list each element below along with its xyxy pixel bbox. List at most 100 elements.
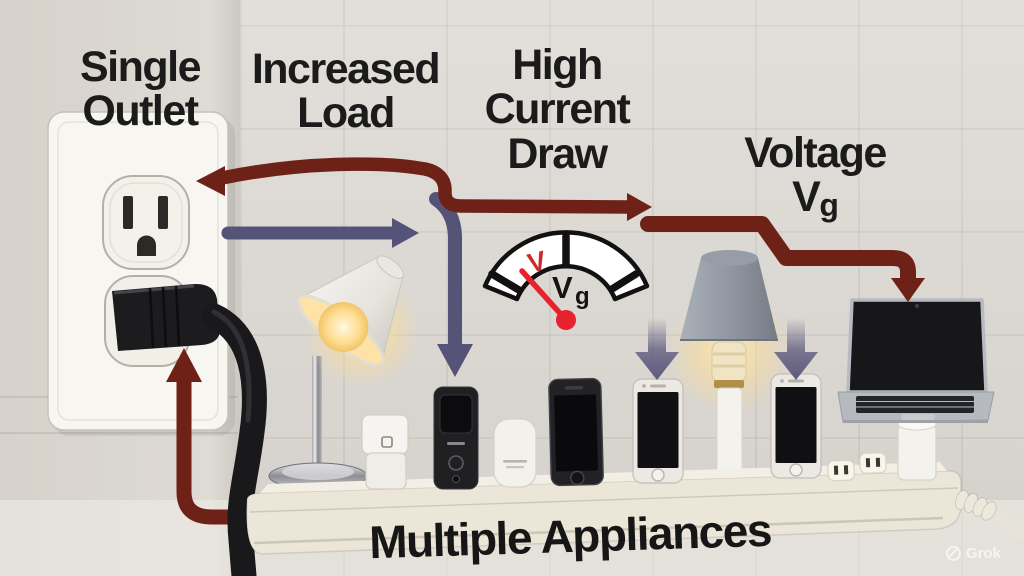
- label-line: High: [512, 41, 603, 89]
- white-phone-camera: [780, 379, 784, 383]
- strip-outlet-face: [827, 459, 855, 482]
- arrow-head: [392, 218, 419, 248]
- charger-upper: [361, 414, 409, 455]
- arrow-head: [891, 278, 925, 302]
- white-phone-2: [770, 373, 822, 479]
- arrow-shaft: [640, 216, 916, 288]
- outlet-plate: [47, 111, 229, 431]
- black-phone-screen: [554, 394, 599, 472]
- wall-seam: [0, 432, 238, 434]
- gauge-ticks: [488, 232, 640, 294]
- wall-outlet: [47, 111, 235, 436]
- label-line: Voltage: [744, 129, 887, 177]
- laptop: [837, 298, 995, 423]
- table-lamp-column: [716, 387, 743, 482]
- power-cord-highlight: [211, 309, 252, 423]
- cylinder-label-line: [506, 466, 524, 469]
- white-phone-home-button: [789, 463, 803, 477]
- power-bank-screen: [439, 394, 473, 434]
- label-line: Increased: [251, 45, 441, 93]
- cylinder-label-line: [503, 460, 527, 463]
- laptop-front-edge: [843, 420, 988, 423]
- lamp-stem: [312, 356, 322, 474]
- cylinder-charger: [493, 418, 537, 488]
- gauge-unit-g: g: [575, 283, 590, 310]
- laptop-stand: [897, 417, 937, 481]
- arrow-up-to-plug-maroon: [166, 348, 276, 525]
- charger-glyph: [381, 436, 393, 448]
- grok-logo-icon: [946, 546, 961, 561]
- laptop-key-rows: [856, 401, 974, 408]
- outlet-slot-right: [158, 196, 168, 229]
- black-phone: [548, 377, 604, 487]
- black-phone-earpiece: [564, 385, 583, 390]
- outlet-ground-hole: [137, 235, 156, 256]
- arrow-head: [437, 344, 473, 377]
- lamp-bulb: [318, 302, 369, 353]
- gauge-unit-v: V: [552, 270, 573, 305]
- white-phone-screen: [637, 392, 679, 468]
- arrow-to-outlet-maroon: [196, 157, 652, 221]
- power-strip-seam: [249, 487, 959, 513]
- table-lamp-ring: [714, 380, 744, 388]
- power-bank-button: [451, 474, 461, 484]
- voltage-subscript: g: [819, 187, 839, 224]
- outlet-slot-left: [123, 196, 133, 229]
- label-line: Draw: [507, 129, 608, 178]
- table-lamp: [667, 250, 791, 482]
- gauge-pivot: [556, 310, 576, 330]
- arrow-voltage-to-laptop-maroon: [640, 216, 925, 302]
- arrow-shaft: [429, 192, 462, 353]
- label-line: Outlet: [82, 87, 199, 136]
- power-strip-lower-shadow: [253, 516, 944, 545]
- fade-arrow-down-2: [774, 318, 818, 380]
- white-phone-earpiece: [650, 384, 666, 388]
- laptop-trackpad: [901, 414, 935, 420]
- strip-outlet-slot: [833, 465, 839, 475]
- plug-ridges: [148, 285, 181, 349]
- power-plug: [112, 283, 221, 351]
- desk-lamp: [268, 255, 420, 490]
- plug-body: [112, 283, 221, 351]
- arrow-head-right: [627, 193, 652, 221]
- arrow-shaft: [215, 157, 635, 214]
- grok-watermark-text: Grok: [966, 545, 1002, 562]
- outlet-socket-top-inner: [109, 182, 183, 263]
- lamp-shade-cap: [376, 255, 404, 279]
- arrow-shaft: [176, 370, 276, 525]
- strip-outlet-spare-1: [827, 459, 855, 482]
- plug-highlight: [113, 284, 195, 295]
- white-phone-1: [632, 378, 684, 484]
- strip-outlet-slot: [843, 465, 849, 475]
- label-line: Current: [484, 85, 631, 134]
- table-lamp-shade: [680, 258, 778, 340]
- label-increased-load: Increased Load: [238, 47, 453, 136]
- laptop-webcam: [915, 304, 919, 308]
- black-phone-home-button: [570, 470, 585, 486]
- strip-outlet-face: [859, 452, 887, 474]
- outlet-plate-inner-line: [57, 121, 219, 421]
- grok-watermark: Grok: [946, 545, 1001, 562]
- power-bank-dial: [448, 455, 464, 471]
- label-line: Single: [79, 43, 202, 91]
- voltage-symbol: V: [792, 173, 821, 222]
- strip-outlet-slot: [875, 457, 881, 467]
- white-phone-camera: [642, 384, 646, 388]
- label-single-outlet: Single Outlet: [40, 45, 240, 134]
- table-lamp-socket: [711, 341, 747, 383]
- fade-arrow-down-1: [635, 318, 679, 380]
- charger-block: [361, 414, 409, 490]
- cylinder-body: [493, 418, 537, 488]
- white-phone-screen: [775, 387, 817, 463]
- laptop-stand-cylinder: [897, 423, 937, 481]
- arrow-down-to-power-bank-navy: [429, 192, 473, 377]
- label-high-current-draw: High Current Draw: [457, 43, 657, 176]
- power-strip-cord: [955, 489, 1024, 544]
- voltage-gauge: V V g: [482, 230, 650, 330]
- gauge-needle: [519, 268, 569, 323]
- label-voltage: Voltage Vg: [715, 129, 915, 224]
- label-line: Load: [297, 89, 395, 138]
- white-phone-home-button: [651, 468, 665, 482]
